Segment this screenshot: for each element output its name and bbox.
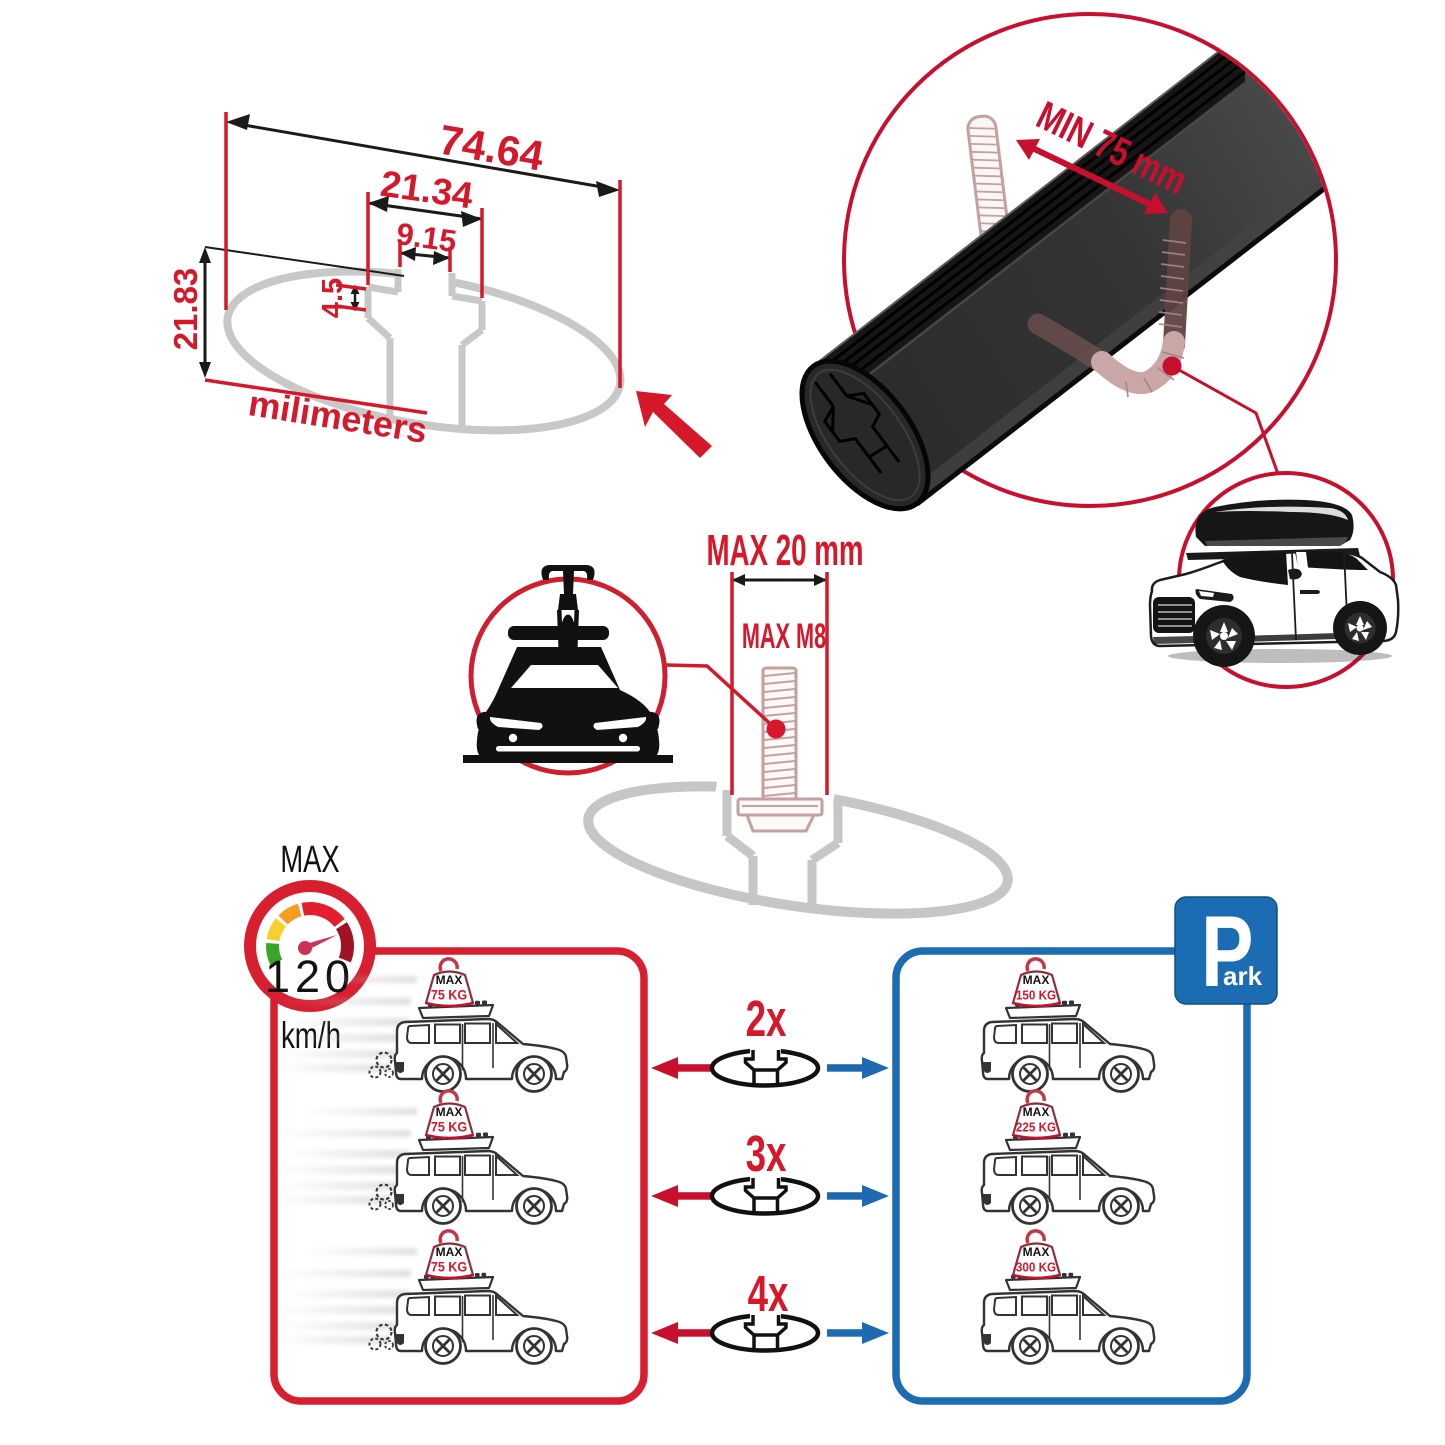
svg-text:MAX: MAX — [436, 1105, 463, 1119]
svg-text:2x: 2x — [746, 991, 787, 1047]
svg-text:MAX: MAX — [436, 973, 463, 987]
svg-text:MAX: MAX — [280, 839, 339, 881]
svg-text:MAX: MAX — [1023, 1105, 1050, 1119]
svg-text:300 KG: 300 KG — [1016, 1260, 1056, 1275]
svg-text:21.34: 21.34 — [378, 163, 476, 217]
svg-text:MAX: MAX — [1023, 1245, 1050, 1259]
svg-text:ark: ark — [1223, 961, 1263, 991]
svg-text:4.5: 4.5 — [317, 278, 349, 318]
svg-text:150 KG: 150 KG — [1016, 988, 1056, 1003]
svg-text:3x: 3x — [746, 1126, 787, 1182]
svg-text:MAX M8: MAX M8 — [742, 618, 826, 656]
svg-text:P: P — [1201, 896, 1254, 1009]
svg-text:9.15: 9.15 — [394, 216, 459, 259]
svg-text:MAX: MAX — [436, 1245, 463, 1259]
svg-text:225 KG: 225 KG — [1016, 1120, 1056, 1135]
svg-text:75 KG: 75 KG — [431, 987, 467, 1003]
svg-text:74.64: 74.64 — [436, 116, 548, 180]
svg-text:75 KG: 75 KG — [431, 1119, 467, 1135]
svg-text:21.83: 21.83 — [167, 268, 204, 351]
svg-text:MAX: MAX — [1023, 973, 1050, 987]
svg-text:milimeters: milimeters — [246, 382, 430, 451]
svg-text:75 KG: 75 KG — [431, 1259, 467, 1275]
svg-text:MAX 20 mm: MAX 20 mm — [706, 526, 863, 575]
